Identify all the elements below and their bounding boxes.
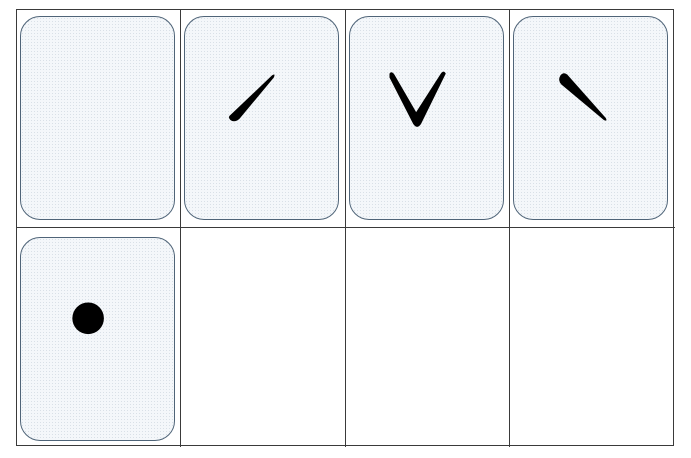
card-falling-stroke[interactable] <box>513 16 668 220</box>
grid-cell <box>181 10 346 228</box>
card-rising-stroke[interactable] <box>184 16 339 220</box>
grid-cell <box>346 10 510 228</box>
v-stroke-icon <box>389 71 446 127</box>
symbol-card-grid <box>16 9 675 447</box>
dot-icon <box>72 302 104 335</box>
grid-cell <box>17 10 181 228</box>
grid-cell-empty <box>510 228 675 447</box>
falling-stroke-icon <box>559 73 607 121</box>
card-blank[interactable] <box>20 16 175 220</box>
card-dot[interactable] <box>20 237 175 441</box>
card-v-stroke[interactable] <box>349 16 504 220</box>
grid-cell-empty <box>346 228 510 447</box>
grid-cell <box>510 10 675 228</box>
grid-cell-empty <box>181 228 346 447</box>
grid-cell <box>17 228 181 447</box>
rising-stroke-icon <box>228 74 275 122</box>
